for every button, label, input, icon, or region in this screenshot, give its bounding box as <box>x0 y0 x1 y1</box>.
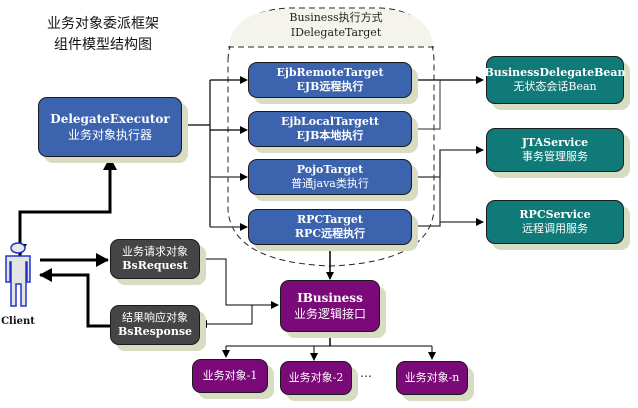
group-label-line2: IDelegateTarget <box>290 26 382 39</box>
ejb-local-target-node[interactable]: EjbLocalTargett EJB本地执行 <box>248 111 412 147</box>
node-title: PojoTarget <box>296 163 364 176</box>
request-to-ibusiness-arrow <box>200 258 279 309</box>
pojo-target-node[interactable]: PojoTarget 普通java类执行 <box>248 159 412 195</box>
ibusiness-to-response-arrow <box>199 305 253 328</box>
node-title: JTAService <box>521 136 589 149</box>
node-subtitle: EJB本地执行 <box>296 129 364 142</box>
title-line1: 业务对象委派框架 <box>47 16 159 32</box>
node-subtitle: EJB远程执行 <box>296 80 364 93</box>
node-subtitle: 业务对象执行器 <box>67 128 152 142</box>
diagram-title: 业务对象委派框架 组件模型结构图 <box>28 14 178 56</box>
node-subtitle: 远程调用服务 <box>522 222 588 235</box>
rpc-service-node[interactable]: RPCService 远程调用服务 <box>486 200 624 244</box>
ellipsis: … <box>360 366 372 380</box>
node-subtitle: 业务逻辑接口 <box>293 307 366 321</box>
node-title: RPCService <box>519 208 591 221</box>
arrow-to-jtaservice <box>412 146 484 178</box>
node-subtitle: 普通java类执行 <box>291 177 369 190</box>
bs-response-node[interactable]: 结果响应对象 BsResponse <box>110 305 200 345</box>
delegate-executor-node[interactable]: DelegateExecutor 业务对象执行器 <box>38 97 182 157</box>
node-title: BusinessDelegateBean <box>484 66 626 79</box>
rpc-target-node[interactable]: RPCTarget RPC远程执行 <box>248 209 412 245</box>
node-subtitle: BsRequest <box>122 259 188 272</box>
ibusiness-node[interactable]: IBusiness 业务逻辑接口 <box>280 280 380 332</box>
arrow-to-rpcservice <box>412 218 484 227</box>
node-subtitle: 无状态会话Bean <box>513 80 597 93</box>
node-title: EjbRemoteTarget <box>276 66 384 79</box>
node-subtitle: BsResponse <box>117 325 193 338</box>
group-header-fill <box>229 9 433 46</box>
business-object-node[interactable]: 业务对象-2 <box>280 361 352 395</box>
node-subtitle: 事务管理服务 <box>522 150 588 163</box>
ejblocal-out <box>412 80 441 130</box>
node-title: IBusiness <box>297 291 363 305</box>
client-label: Client <box>1 316 35 327</box>
jta-service-node[interactable]: JTAService 事务管理服务 <box>486 128 624 172</box>
node-title: 业务对象-1 <box>202 369 258 382</box>
node-title: 业务对象-n <box>404 371 460 384</box>
node-title: DelegateExecutor <box>50 112 170 126</box>
business-object-node[interactable]: 业务对象-1 <box>192 359 268 393</box>
client-to-executor-arrow <box>18 157 117 252</box>
business-delegate-bean-node[interactable]: BusinessDelegateBean 无状态会话Bean <box>484 56 626 104</box>
response-to-client-arrow <box>39 268 110 328</box>
node-subtitle: RPC远程执行 <box>294 227 366 240</box>
node-title: 结果响应对象 <box>122 311 188 324</box>
ejb-remote-target-node[interactable]: EjbRemoteTarget EJB远程执行 <box>248 62 412 98</box>
node-title: EjbLocalTargett <box>280 115 380 128</box>
group-label: Business执行方式 IDelegateTarget <box>238 10 434 40</box>
node-title: 业务对象-2 <box>288 371 344 384</box>
node-title: RPCTarget <box>297 213 363 226</box>
title-line2: 组件模型结构图 <box>54 37 152 53</box>
user-figure-icon[interactable] <box>5 242 31 307</box>
business-object-node[interactable]: 业务对象-n <box>396 361 468 395</box>
node-title: 业务请求对象 <box>122 245 188 258</box>
group-label-line1: Business执行方式 <box>289 11 383 24</box>
bs-request-node[interactable]: 业务请求对象 BsRequest <box>110 239 200 279</box>
